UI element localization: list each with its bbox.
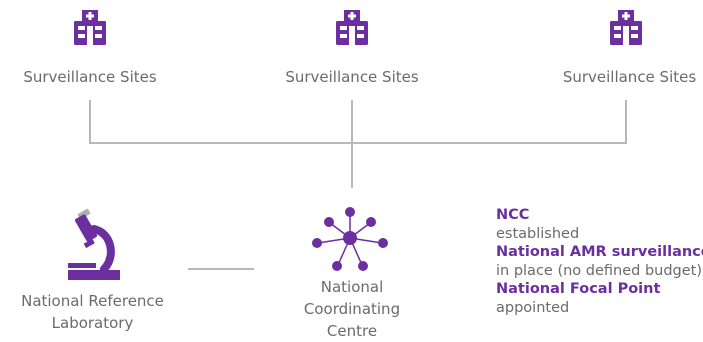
site-2-connector <box>351 100 353 188</box>
status-focal-point-text: appointed <box>496 299 570 316</box>
microscope-icon <box>68 208 120 280</box>
hospital-icon <box>74 10 106 45</box>
site-3-connector <box>625 100 627 144</box>
national-reference-laboratory: National Reference Laboratory <box>0 205 185 335</box>
site-label: Surveillance Sites <box>562 68 697 86</box>
ncc-label-line1: National <box>320 278 384 296</box>
surveillance-site-2: Surveillance Sites <box>262 10 442 95</box>
hospital-icon <box>610 10 642 45</box>
site-label: Surveillance Sites <box>285 68 419 86</box>
status-surveillance-text: in place (no defined budget) <box>496 262 703 279</box>
status-focal-point-title: National Focal Point <box>496 281 661 297</box>
lab-ncc-connector <box>188 268 254 270</box>
ncc-label-line2: Coordinating <box>303 300 401 318</box>
lab-label-line2: Laboratory <box>51 314 134 332</box>
status-panel: NCC established National AMR surveillanc… <box>496 206 703 338</box>
national-coordinating-centre: National Coordinating Centre <box>262 200 442 340</box>
status-ncc-text: established <box>496 225 580 242</box>
surveillance-site-1: Surveillance Sites <box>0 10 180 95</box>
sites-horizontal-connector <box>89 142 627 144</box>
status-ncc-title: NCC <box>496 207 530 223</box>
hospital-icon <box>336 10 368 45</box>
network-icon <box>312 207 388 271</box>
lab-label-line1: National Reference <box>21 292 164 310</box>
site-1-connector <box>89 100 91 144</box>
site-label: Surveillance Sites <box>23 68 157 86</box>
status-surveillance-title: National AMR surveillance <box>496 244 703 260</box>
surveillance-site-3: Surveillance Sites <box>536 10 703 95</box>
ncc-label-line3: Centre <box>326 322 378 340</box>
